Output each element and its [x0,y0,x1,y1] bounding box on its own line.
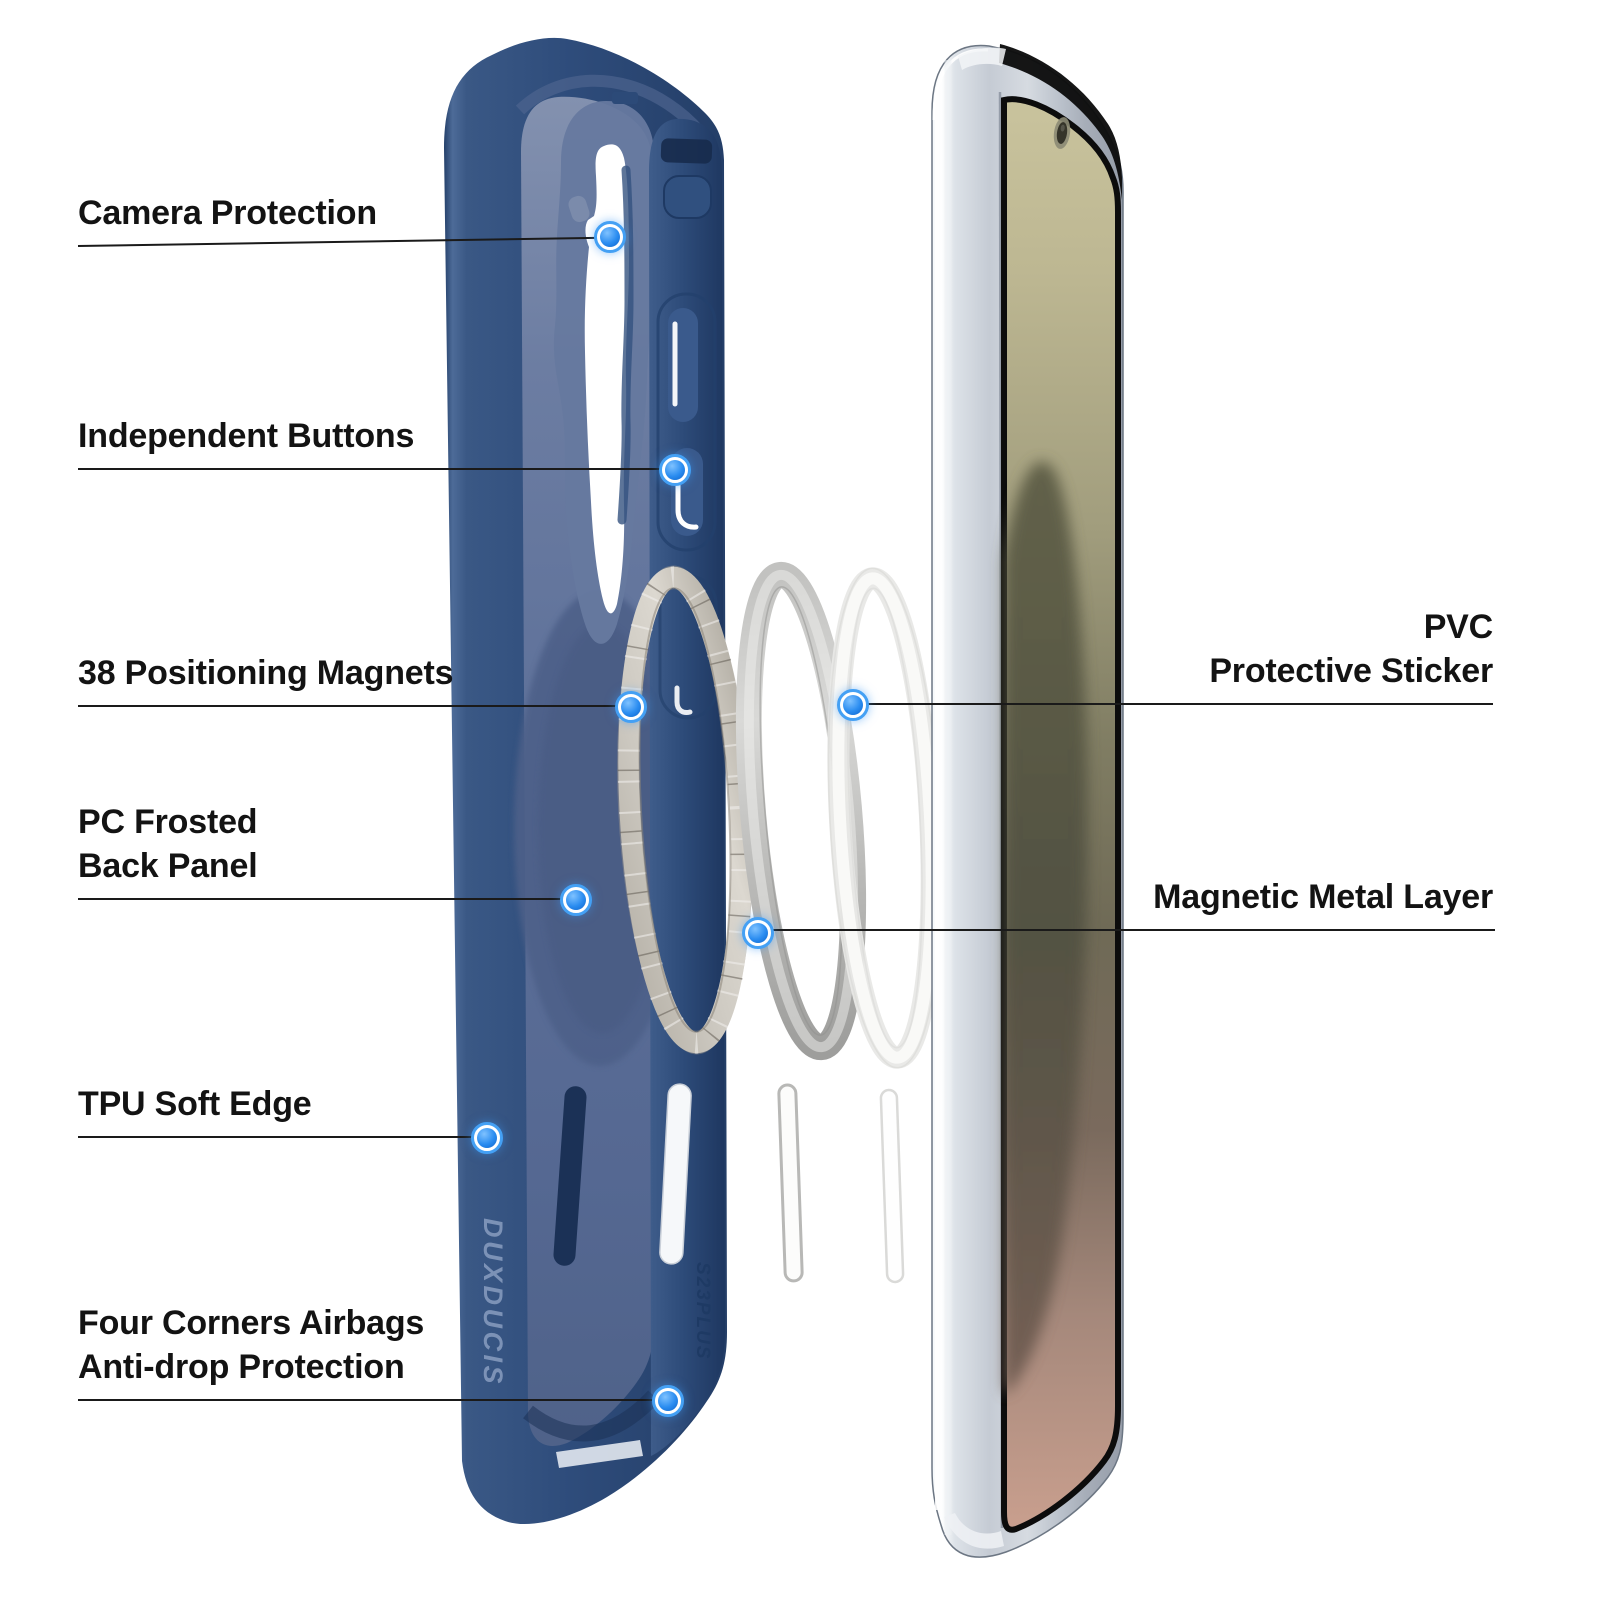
callout-dot-tpu-soft-edge [471,1122,503,1154]
label-line: TPU Soft Edge [78,1085,312,1123]
callout-dot-pc-frosted [560,884,592,916]
callout-dot-positioning-magnets [615,691,647,723]
button-groove [656,292,717,552]
label-line: Independent Buttons [78,417,415,455]
callout-label-four-corners-airbags: Four Corners Airbags Anti-drop Protectio… [78,1301,424,1389]
callout-label-positioning-magnets: 38 Positioning Magnets [78,651,454,695]
label-line: 38 Positioning Magnets [78,654,454,692]
callout-dot-four-corners [652,1385,684,1417]
speaker-slot-cutout [659,1083,692,1265]
screen-shadow-blob [1004,461,1088,1395]
callout-line-pvc-sticker [853,703,1493,705]
callout-dot-camera-protection [594,221,626,253]
callout-line-magnetic-metal [758,929,1495,931]
label-line: Four Corners Airbags [78,1304,425,1342]
callout-line-independent-buttons [78,468,678,470]
callout-line-four-corners [78,1399,670,1401]
label-line: PVC [1423,608,1494,646]
speaker-slot-dark [553,1086,587,1266]
label-line: Protective Sticker [1209,652,1493,690]
camera-cutout-hole [584,144,629,614]
front-camera-icon [1053,117,1071,149]
callout-line-tpu-soft-edge [78,1136,489,1138]
label-line: Camera Protection [78,194,377,232]
callout-label-camera-protection: Camera Protection [78,191,377,235]
callout-dot-independent-buttons [659,454,691,486]
callout-line-pc-frosted [78,898,578,900]
phone-group [931,44,1124,1558]
pvc-ring [827,567,943,1069]
label-line: Anti-drop Protection [78,1348,405,1386]
callout-label-magnetic-metal-layer: Magnetic Metal Layer [1153,875,1493,919]
callout-line-positioning-magnets [78,705,634,707]
case-group: DUXDUCIS S23PLUS [444,37,753,1525]
callout-label-independent-buttons: Independent Buttons [78,414,414,458]
callout-label-pc-frosted-back-panel: PC Frosted Back Panel [78,800,258,888]
label-line: Magnetic Metal Layer [1153,878,1493,916]
callout-label-pvc-protective-sticker: PVC Protective Sticker [1209,605,1493,693]
callout-label-tpu-soft-edge: TPU Soft Edge [78,1082,312,1126]
metal-ring-slot [777,1083,804,1283]
callout-dot-magnetic-metal [742,917,774,949]
label-line: PC Frosted [78,803,258,841]
case-brand-text: DUXDUCIS [478,1218,508,1387]
label-line: Back Panel [78,847,258,885]
callout-dot-pvc-sticker [837,689,869,721]
pvc-ring-slot [879,1088,905,1284]
case-mold-text: S23PLUS [692,1262,713,1360]
